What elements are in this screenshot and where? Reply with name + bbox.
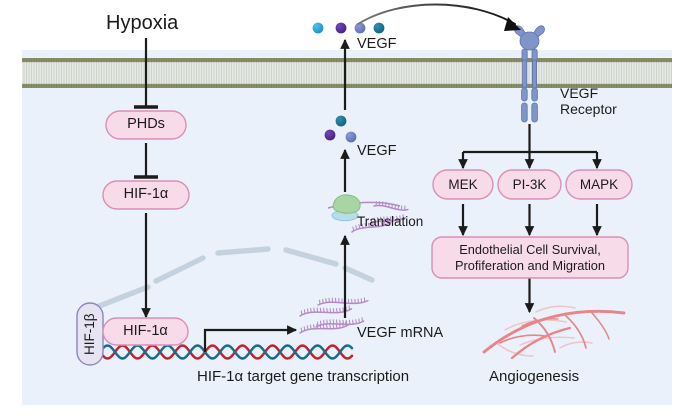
label-vegf-intracellular: VEGF [357,143,397,159]
edge-hypoxia-phds [134,38,158,109]
ribosome [327,194,401,222]
vegf-dots-extracellular [312,22,385,34]
dna-helix [98,344,354,360]
node-mek[interactable]: MEK [448,176,478,192]
edge-dna-mrna [203,325,298,352]
edge-vegf-to-receptor-curved [357,3,521,31]
label-transcription: HIF-1α target gene transcription [197,368,410,385]
blood-vessel-network [482,305,626,360]
label-translation: Translation [357,214,424,229]
node-endothelial-outcome[interactable]: Endothelial Cell Survival, Profiferation… [454,242,606,273]
node-hif1b[interactable]: HIF-1β [82,313,98,355]
vegf-mrna-strands [299,200,409,334]
node-pi3k[interactable]: PI-3K [512,176,547,192]
edge-receptor-cascade [458,124,602,170]
vegf-dots-intracellular [324,115,357,143]
plasma-membrane [22,58,672,88]
edge-phds-hif1a [134,143,158,179]
label-vegf-mrna: VEGF mRNA [357,325,444,341]
label-vegf-extracellular: VEGF [357,36,397,52]
label-angiogenesis: Angiogenesis [489,368,580,385]
label-vegf-receptor: VEGF Receptor [560,85,617,117]
vegf-receptor-icon [514,25,545,123]
connectors [134,38,602,352]
node-mapk[interactable]: MAPK [579,176,619,192]
stimulus-label: Hypoxia [106,12,179,34]
node-hif1a-cytoplasm[interactable]: HIF-1α [123,186,169,203]
node-phds[interactable]: PHDs [127,116,165,133]
node-shapes [76,110,633,366]
node-hif1a-dna[interactable]: HIF-1α [123,322,168,339]
